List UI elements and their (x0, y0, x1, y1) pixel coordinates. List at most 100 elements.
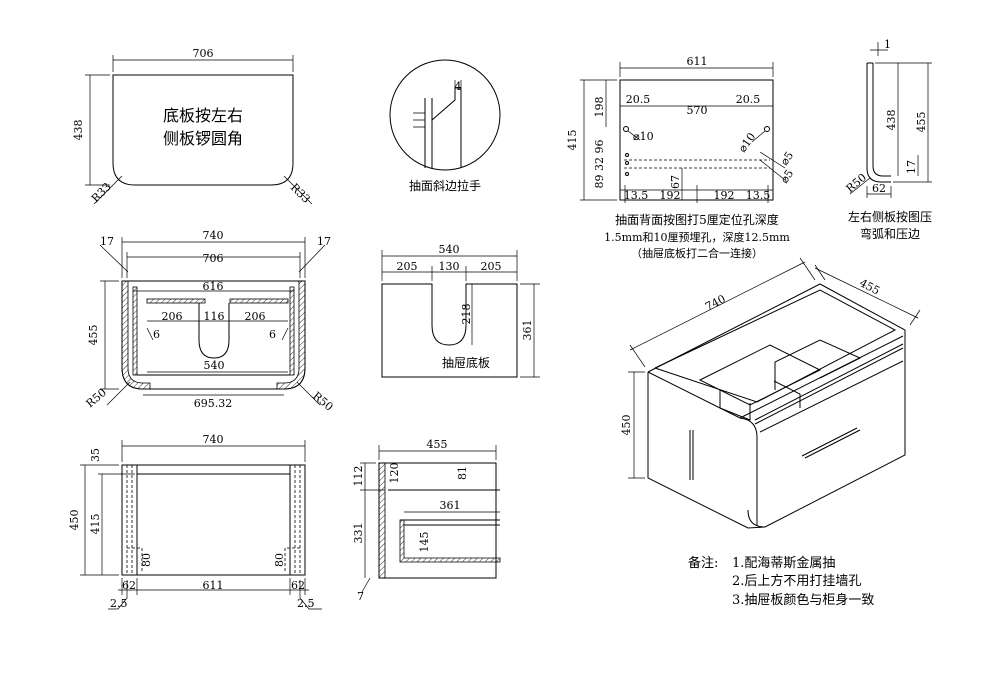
back-panel-view: 611 415 198 89 32 96 20.5 570 20.5 ⌀10 ⌀… (566, 55, 796, 260)
handle-detail-dim: 4 (455, 80, 462, 93)
top-plan-view: 740 706 17 17 616 206 116 206 6 6 540 45… (84, 229, 336, 414)
front-elevation-inner-height: 415 (89, 514, 102, 535)
back-panel-small-dia-2: ⌀5 (778, 167, 796, 186)
back-panel-outline (619, 79, 774, 201)
side-panel-caption-1: 左右侧板按图压 (848, 209, 932, 224)
side-section-view: 455 112 331 120 81 361 145 7 (352, 438, 501, 603)
back-panel-caption-2: 1.5mm和10厘预埋孔，深度12.5mm (604, 230, 790, 244)
handle-detail-caption: 抽面斜边拉手 (409, 178, 481, 193)
bottom-panel-radius-left: R33 (89, 180, 114, 205)
bottom-panel-radius-right: R33 (288, 181, 313, 206)
top-plan-bottom-width: 695.32 (194, 397, 233, 410)
front-elevation-base-left: 62 (122, 579, 136, 592)
bottom-panel-outline (112, 74, 294, 186)
drawer-bottom-outline (381, 283, 518, 378)
back-panel-height: 415 (566, 130, 579, 151)
drawer-bottom-seg-mid: 130 (439, 260, 460, 273)
drawer-bottom-depth: 361 (521, 320, 534, 341)
top-plan-depth: 455 (87, 325, 100, 346)
side-panel-caption-2: 弯弧和压边 (860, 226, 920, 241)
drawer-bottom-notch-depth: 218 (460, 304, 473, 325)
side-panel-profile-outer (866, 63, 891, 183)
back-panel-top-dim: 198 (593, 97, 606, 118)
top-plan-radius-right: R50 (310, 389, 335, 413)
side-panel-height-inner: 438 (885, 110, 898, 131)
drawer-bottom-view: 540 205 130 205 218 361 抽屉底板 (381, 243, 540, 378)
front-elevation-base-right: 62 (291, 579, 305, 592)
drawer-bottom-seg-left: 205 (397, 260, 418, 273)
notes-block: 备注: 1.配海蒂斯金属抽 2.后上方不用打挂墙孔 3.抽屉板颜色与柜身一致 (688, 555, 874, 608)
isometric-view: 740 455 450 (620, 257, 921, 529)
back-panel-hole-span: 570 (687, 104, 708, 117)
back-panel-hole-right: ⌀10 (736, 130, 758, 154)
side-section-drawer-depth: 361 (440, 499, 461, 512)
side-section-depth: 455 (427, 438, 448, 451)
notes-item-3: 3.抽屉板颜色与柜身一致 (732, 592, 874, 608)
top-plan-inner: 706 (203, 252, 224, 265)
side-panel-view: 1 438 455 17 R50 62 左右侧板按图压 弯弧和压边 (844, 38, 932, 241)
notes-heading: 备注: (688, 555, 718, 571)
drawer-bottom-seg-right: 205 (481, 260, 502, 273)
front-elevation-top: 35 (89, 448, 102, 462)
back-panel-mid-dim: 67 (669, 175, 682, 189)
back-panel-caption-1: 抽面背面按图打5厘定位孔深度 (615, 212, 779, 227)
iso-width: 740 (703, 292, 728, 313)
bottom-panel-note-1: 底板按左右 (163, 106, 243, 125)
front-elevation-inner-width: 611 (203, 579, 224, 592)
back-panel-hole-left: ⌀10 (633, 130, 654, 143)
front-elevation-cut-left: 80 (140, 553, 153, 567)
back-panel-width: 611 (687, 55, 708, 68)
front-elevation-cut-right: 80 (273, 553, 286, 567)
top-plan-drawer-width: 540 (204, 359, 225, 372)
side-panel-small: 17 (905, 160, 918, 174)
bottom-panel-view: 706 438 R33 R33 底板按左右 侧板锣圆角 (72, 47, 313, 206)
top-plan-gap-left: 6 (153, 328, 160, 341)
front-elevation-outline (121, 464, 306, 576)
drawer-bottom-width: 540 (439, 243, 460, 256)
top-plan-seg-mid: 116 (204, 310, 225, 323)
back-panel-caption-3: （抽屉底板打二合一连接） (631, 246, 763, 260)
top-plan-edge-right: 17 (317, 235, 331, 248)
top-plan-gap-right: 6 (269, 328, 276, 341)
top-plan-overall: 740 (203, 229, 224, 242)
handle-detail-view: 4 抽面斜边拉手 (389, 59, 501, 193)
side-section-top: 112 (352, 466, 365, 487)
side-section-rail-right: 81 (456, 466, 469, 480)
side-panel-height-outer: 455 (915, 112, 928, 133)
top-plan-outline (121, 280, 306, 390)
back-panel-seg-3: 192 (714, 189, 735, 202)
front-elevation-thick-left: 2.5 (110, 597, 128, 610)
side-section-foot: 7 (357, 590, 364, 603)
top-plan-opening: 616 (203, 280, 224, 293)
side-section-drawer-height: 145 (418, 532, 431, 553)
bottom-panel-width: 706 (193, 47, 214, 60)
bottom-panel-note-2: 侧板锣圆角 (163, 129, 243, 148)
back-panel-small-dia-1: ⌀5 (778, 149, 796, 168)
iso-height: 450 (620, 415, 633, 436)
side-panel-base: 62 (872, 182, 886, 195)
top-plan-radius-left: R50 (84, 386, 109, 410)
top-plan-edge-left: 17 (100, 235, 114, 248)
drawer-bottom-caption: 抽屉底板 (442, 355, 490, 370)
bottom-panel-height: 438 (72, 120, 85, 141)
back-panel-offset-left: 20.5 (626, 93, 651, 106)
top-plan-seg-right: 206 (245, 310, 266, 323)
top-plan-seg-left: 206 (162, 310, 183, 323)
notes-item-1: 1.配海蒂斯金属抽 (732, 555, 835, 571)
notes-item-2: 2.后上方不用打挂墙孔 (732, 573, 861, 589)
back-panel-offset-right: 20.5 (736, 93, 761, 106)
front-elevation-width: 740 (203, 433, 224, 446)
side-section-rail: 120 (388, 463, 401, 484)
front-elevation-height: 450 (68, 510, 81, 531)
back-panel-seg-4: 13.5 (746, 189, 771, 202)
front-elevation-thick-right: 2.5 (297, 597, 315, 610)
side-panel-top: 1 (884, 38, 891, 51)
side-section-lower: 331 (352, 523, 365, 544)
side-panel-radius: R50 (844, 171, 869, 195)
front-elevation-view: 740 450 415 35 80 80 62 611 62 2.5 2.5 (68, 433, 322, 610)
back-panel-seg-2: 192 (660, 189, 681, 202)
back-panel-seg-1: 13.5 (624, 189, 649, 202)
back-panel-left-dims: 89 32 96 (593, 140, 606, 189)
